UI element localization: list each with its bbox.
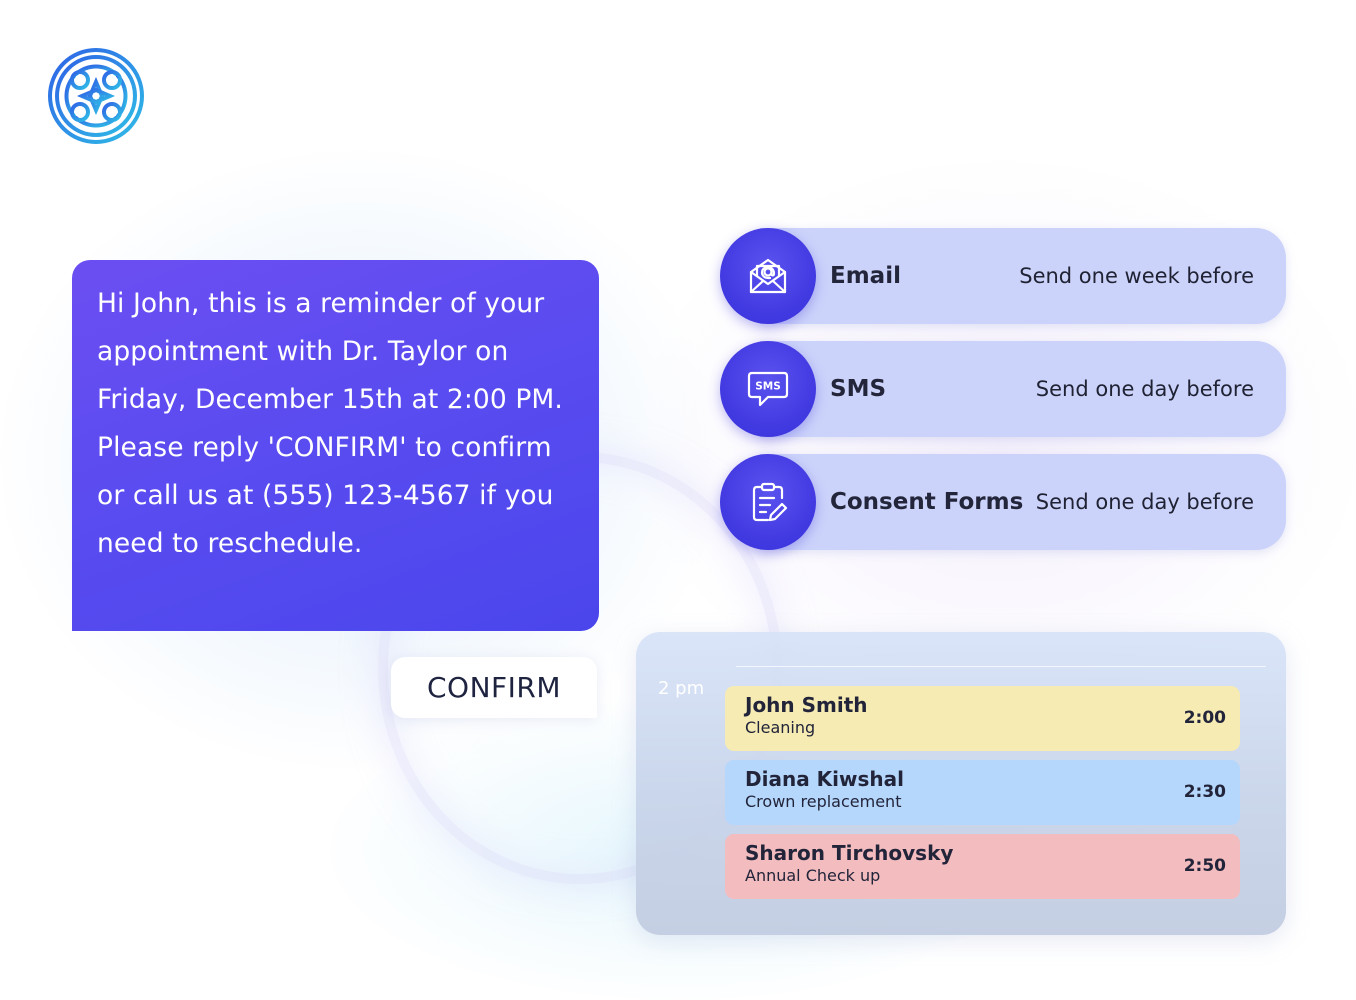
celtic-knot-logo-icon: [46, 46, 146, 146]
channel-name: Email: [830, 263, 901, 289]
channel-sms[interactable]: SMS SMS Send one day before: [720, 341, 1286, 437]
time-slot-label: 2 pm: [658, 678, 705, 699]
appointment-patient-name: Sharon Tirchovsky: [745, 841, 954, 865]
channel-consent-forms[interactable]: Consent Forms Send one day before: [720, 454, 1286, 550]
channel-timing: Send one day before: [1035, 490, 1254, 514]
reminder-message-text: Hi John, this is a reminder of your appo…: [97, 288, 563, 559]
appointment-patient-name: Diana Kiwshal: [745, 767, 904, 791]
appointment-card[interactable]: John Smith Cleaning 2:00: [725, 686, 1240, 751]
email-at-icon: [720, 228, 816, 324]
sms-icon-label: SMS: [755, 381, 781, 393]
appointment-time: 2:50: [1183, 856, 1226, 876]
sms-chat-icon: SMS: [720, 341, 816, 437]
appointment-time: 2:00: [1183, 708, 1226, 728]
appointment-type: Cleaning: [745, 718, 816, 737]
appointment-card[interactable]: Diana Kiwshal Crown replacement 2:30: [725, 760, 1240, 825]
schedule-divider: [736, 666, 1266, 667]
appointment-type: Crown replacement: [745, 792, 902, 811]
appointment-time: 2:30: [1183, 782, 1226, 802]
confirm-reply-text: CONFIRM: [426, 671, 561, 704]
channel-email[interactable]: Email Send one week before: [720, 228, 1286, 324]
confirm-reply-bubble: CONFIRM: [391, 657, 597, 718]
channel-timing: Send one day before: [1035, 377, 1254, 401]
appointment-type: Annual Check up: [745, 866, 881, 885]
channel-timing: Send one week before: [1019, 264, 1254, 288]
channel-name: SMS: [830, 376, 887, 402]
clipboard-pen-icon: [720, 454, 816, 550]
channel-pill: [760, 228, 1286, 324]
schedule-panel: 2 pm John Smith Cleaning 2:00 Diana Kiws…: [636, 632, 1286, 935]
appointment-card[interactable]: Sharon Tirchovsky Annual Check up 2:50: [725, 834, 1240, 899]
channel-pill: [760, 454, 1286, 550]
channel-name: Consent Forms: [830, 489, 1024, 515]
appointment-patient-name: John Smith: [745, 693, 868, 717]
channel-pill: [760, 341, 1286, 437]
reminder-message-bubble: Hi John, this is a reminder of your appo…: [72, 260, 599, 631]
